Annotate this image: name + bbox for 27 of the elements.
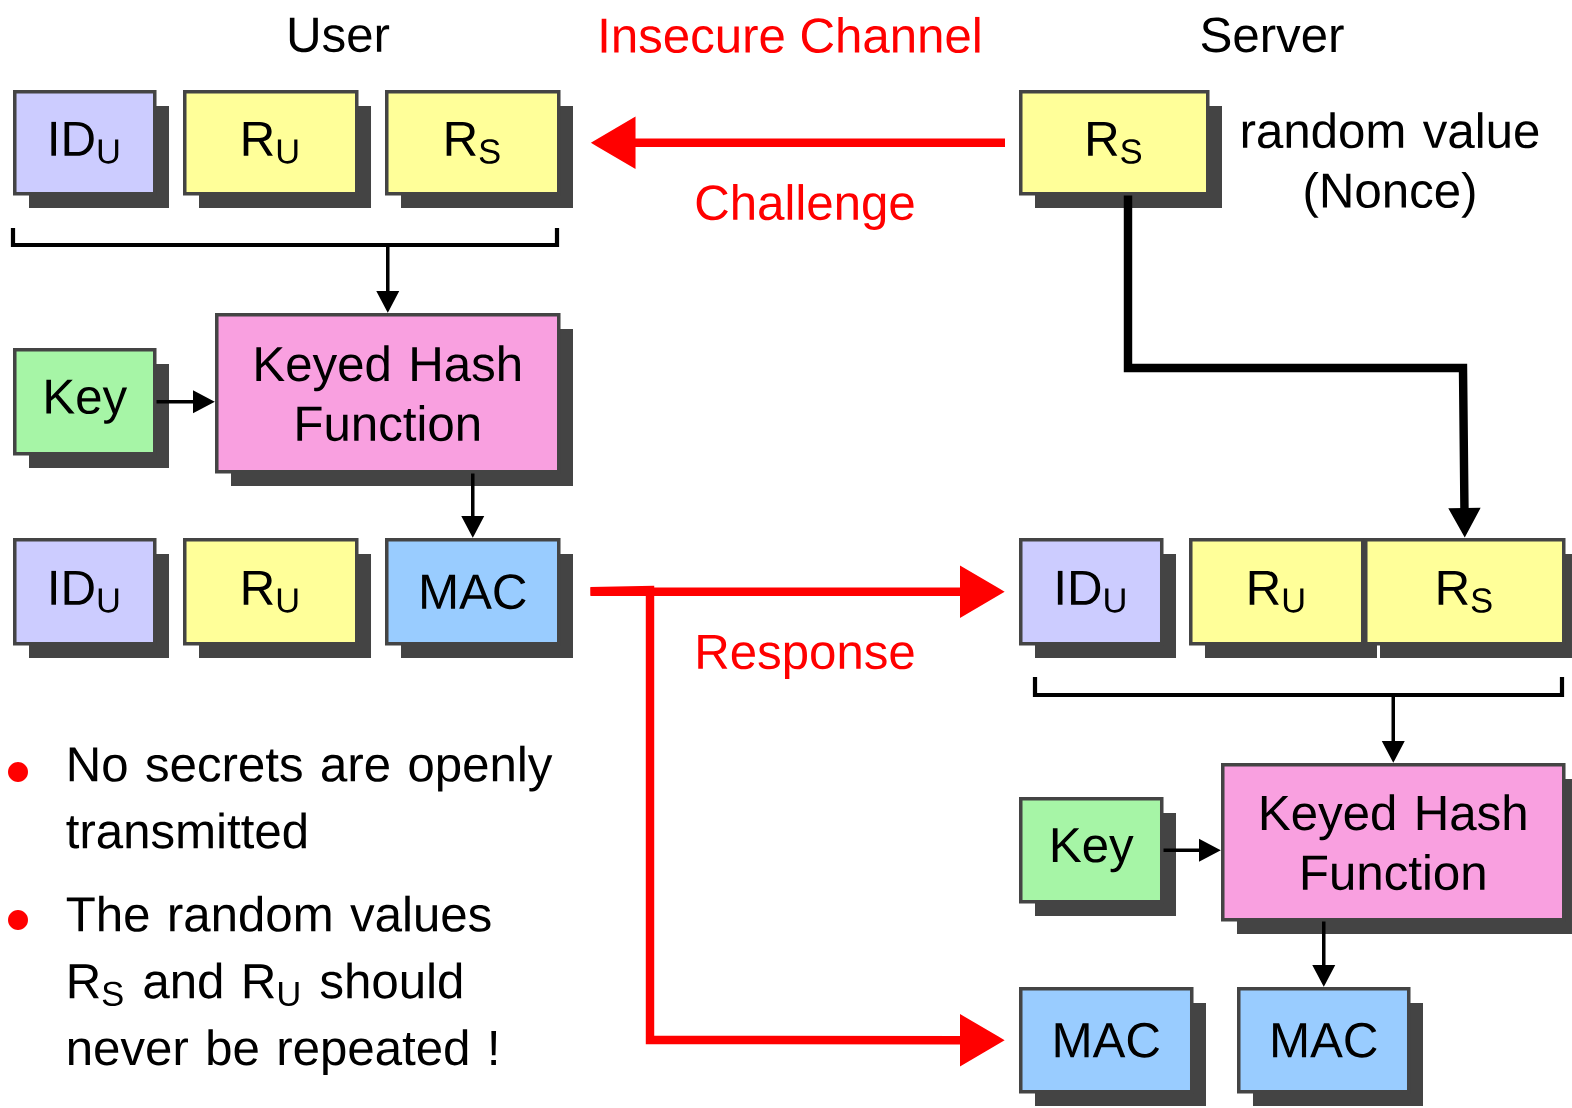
bracket bbox=[1032, 677, 1565, 698]
edge-label: Challenge bbox=[690, 180, 920, 234]
data-box: R$_{U}$ bbox=[183, 90, 371, 208]
heading: Insecure Channel bbox=[601, 16, 980, 54]
bullet-text: The random values R$_{S}$ and R$_{U}$ should never be repeated ! bbox=[66, 895, 497, 1076]
bullet-text: No secrets are openly transmitted bbox=[66, 745, 553, 849]
heading: User bbox=[289, 17, 390, 53]
data-box: R$_{U}$ bbox=[1189, 538, 1377, 658]
edge-label: Response bbox=[690, 631, 920, 683]
bracket bbox=[10, 228, 560, 248]
data-box: ID$_{U}$ bbox=[13, 538, 169, 658]
key-box: Key bbox=[1019, 797, 1176, 916]
hash-function-box: Keyed Hash Function bbox=[1221, 763, 1572, 934]
mac-box: MAC bbox=[1237, 987, 1423, 1106]
node-label: R$_{S}$ bbox=[1438, 570, 1492, 613]
mac-box: MAC bbox=[1019, 987, 1206, 1106]
data-box: ID$_{U}$ bbox=[1019, 538, 1176, 658]
data-box: R$_{S}$ bbox=[1364, 538, 1572, 658]
data-box: R$_{U}$ bbox=[183, 538, 371, 658]
key-box: Key bbox=[13, 348, 169, 468]
heading: Server bbox=[1201, 17, 1344, 53]
annotation-text: random value (Nonce) bbox=[1242, 112, 1539, 218]
data-box: R$_{S}$ bbox=[385, 90, 573, 208]
hash-function-box: Keyed Hash Function bbox=[215, 313, 573, 486]
data-box: R$_{S}$ bbox=[1019, 90, 1222, 208]
data-box: ID$_{U}$ bbox=[13, 90, 169, 208]
mac-box: MAC bbox=[385, 538, 573, 658]
